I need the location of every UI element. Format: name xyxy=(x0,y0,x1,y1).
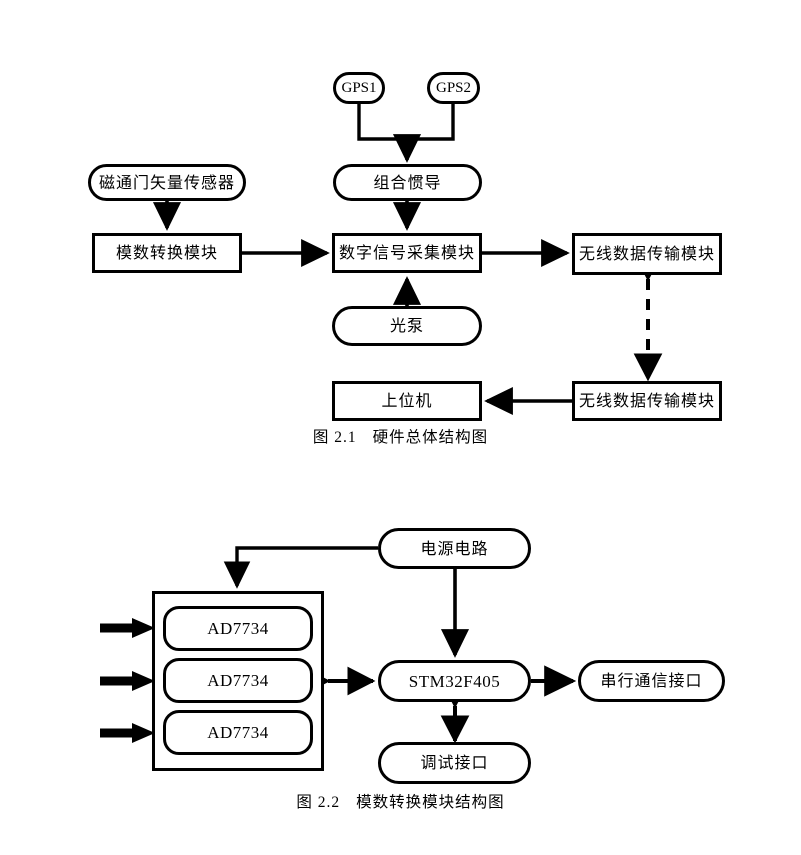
node-ad7734-2[interactable]: AD7734 xyxy=(163,658,313,703)
node-dsp-module-label: 数字信号采集模块 xyxy=(338,243,475,262)
node-adc-module-label: 模数转换模块 xyxy=(115,243,218,262)
input-arrow-3 xyxy=(100,723,155,743)
node-ad7734-3-label: AD7734 xyxy=(207,723,269,742)
input-arrow-2 xyxy=(100,671,155,691)
node-ad7734-1-label: AD7734 xyxy=(207,619,269,638)
node-ad7734-2-label: AD7734 xyxy=(207,671,269,690)
node-wireless-transmission-top[interactable]: 无线数据传输模块 xyxy=(572,233,722,275)
node-integrated-ins-label: 组合惯导 xyxy=(373,172,442,192)
node-fluxgate-sensor-label: 磁通门矢量传感器 xyxy=(98,172,235,192)
figure-2-1-caption: 图 2.1 硬件总体结构图 xyxy=(0,425,801,447)
figure-2-1-caption-text: 硬件总体结构图 xyxy=(372,428,489,446)
node-power-circuit-label: 电源电路 xyxy=(420,538,489,558)
node-serial-port-label: 串行通信接口 xyxy=(600,671,703,690)
node-stm32f405-label: STM32F405 xyxy=(408,671,501,691)
node-gps2-label: GPS2 xyxy=(435,79,472,96)
node-optical-pump-label: 光泵 xyxy=(389,316,424,335)
input-arrow-1 xyxy=(100,618,155,638)
figure-2-1-caption-number: 图 2.1 xyxy=(312,429,357,446)
node-optical-pump[interactable]: 光泵 xyxy=(332,306,482,346)
node-adc-module[interactable]: 模数转换模块 xyxy=(92,233,242,273)
node-gps1[interactable]: GPS1 xyxy=(333,72,385,104)
node-wireless-transmission-bottom-label: 无线数据传输模块 xyxy=(578,391,715,410)
edge-gps1-to-ins xyxy=(357,104,407,141)
edge-power-to-adcontainer xyxy=(223,546,378,589)
node-fluxgate-sensor[interactable]: 磁通门矢量传感器 xyxy=(88,164,246,201)
node-host-computer[interactable]: 上位机 xyxy=(332,381,482,421)
node-stm32f405[interactable]: STM32F405 xyxy=(378,660,531,702)
figure-2-2-caption: 图 2.2 模数转换模块结构图 xyxy=(0,790,801,812)
node-wireless-transmission-bottom[interactable]: 无线数据传输模块 xyxy=(572,381,722,421)
node-dsp-module[interactable]: 数字信号采集模块 xyxy=(332,233,482,273)
node-ad7734-3[interactable]: AD7734 xyxy=(163,710,313,755)
node-power-circuit[interactable]: 电源电路 xyxy=(378,528,531,569)
node-gps2[interactable]: GPS2 xyxy=(427,72,480,104)
node-ad7734-1[interactable]: AD7734 xyxy=(163,606,313,651)
figure-2-2-caption-text: 模数转换模块结构图 xyxy=(356,793,505,811)
node-gps1-label: GPS1 xyxy=(341,79,377,96)
node-wireless-transmission-top-label: 无线数据传输模块 xyxy=(578,244,715,263)
node-integrated-ins[interactable]: 组合惯导 xyxy=(333,164,482,201)
node-debug-port-label: 调试接口 xyxy=(420,753,489,772)
node-debug-port[interactable]: 调试接口 xyxy=(378,742,531,784)
edge-gps2-to-ins xyxy=(407,104,455,141)
figure-2-2-caption-number: 图 2.2 xyxy=(296,794,341,811)
node-host-computer-label: 上位机 xyxy=(381,391,433,410)
node-serial-port[interactable]: 串行通信接口 xyxy=(578,660,725,702)
